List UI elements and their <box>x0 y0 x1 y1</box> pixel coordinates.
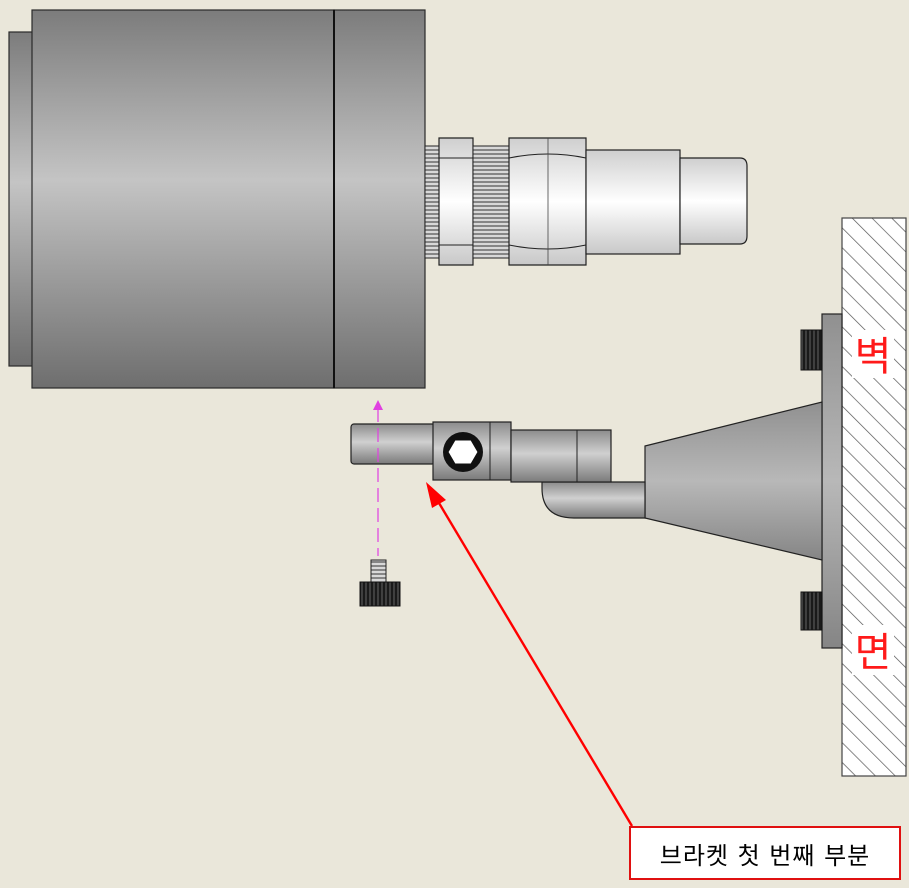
connector-thread-mid <box>472 145 510 259</box>
wall-hatch <box>841 217 907 777</box>
wall-label-bottom: 면 <box>855 630 892 676</box>
front-connector <box>424 137 748 266</box>
mount-elbow-arm <box>541 481 646 519</box>
connector-plug-tip <box>679 157 748 245</box>
connector-plug-body <box>585 149 681 255</box>
set-screw-thread <box>370 559 387 585</box>
sensor-main-housing <box>31 9 335 389</box>
wall-mount <box>541 313 843 649</box>
callout-arrow <box>426 482 634 827</box>
sensor-body <box>8 9 426 389</box>
connector-thread-base <box>424 145 440 259</box>
set-screw-head <box>359 581 401 607</box>
sensor-back-flange <box>8 31 36 367</box>
set-screw-assembly <box>359 400 401 607</box>
sensor-front-ring <box>333 9 426 389</box>
mount-flange-plate <box>821 313 843 649</box>
wall: 벽 면 <box>841 217 907 777</box>
bracket-rod-right <box>510 429 612 483</box>
mount-cone <box>644 401 823 561</box>
connector-hex-nut-2 <box>508 137 587 266</box>
callout-arrow-head <box>426 482 446 508</box>
hex-socket-icon <box>447 439 479 465</box>
bracket-rod-left <box>350 423 436 465</box>
wall-label-top: 벽 <box>855 334 892 380</box>
connector-hex-nut-1 <box>438 137 474 266</box>
mount-screw-bottom <box>800 591 823 631</box>
bracket-first-part <box>350 421 612 483</box>
callout-label: 브라켓 첫 번째 부분 <box>659 841 871 870</box>
callout-label-box: 브라켓 첫 번째 부분 <box>629 826 901 880</box>
guide-arrow-head <box>373 400 383 410</box>
mount-screw-top <box>800 329 823 371</box>
